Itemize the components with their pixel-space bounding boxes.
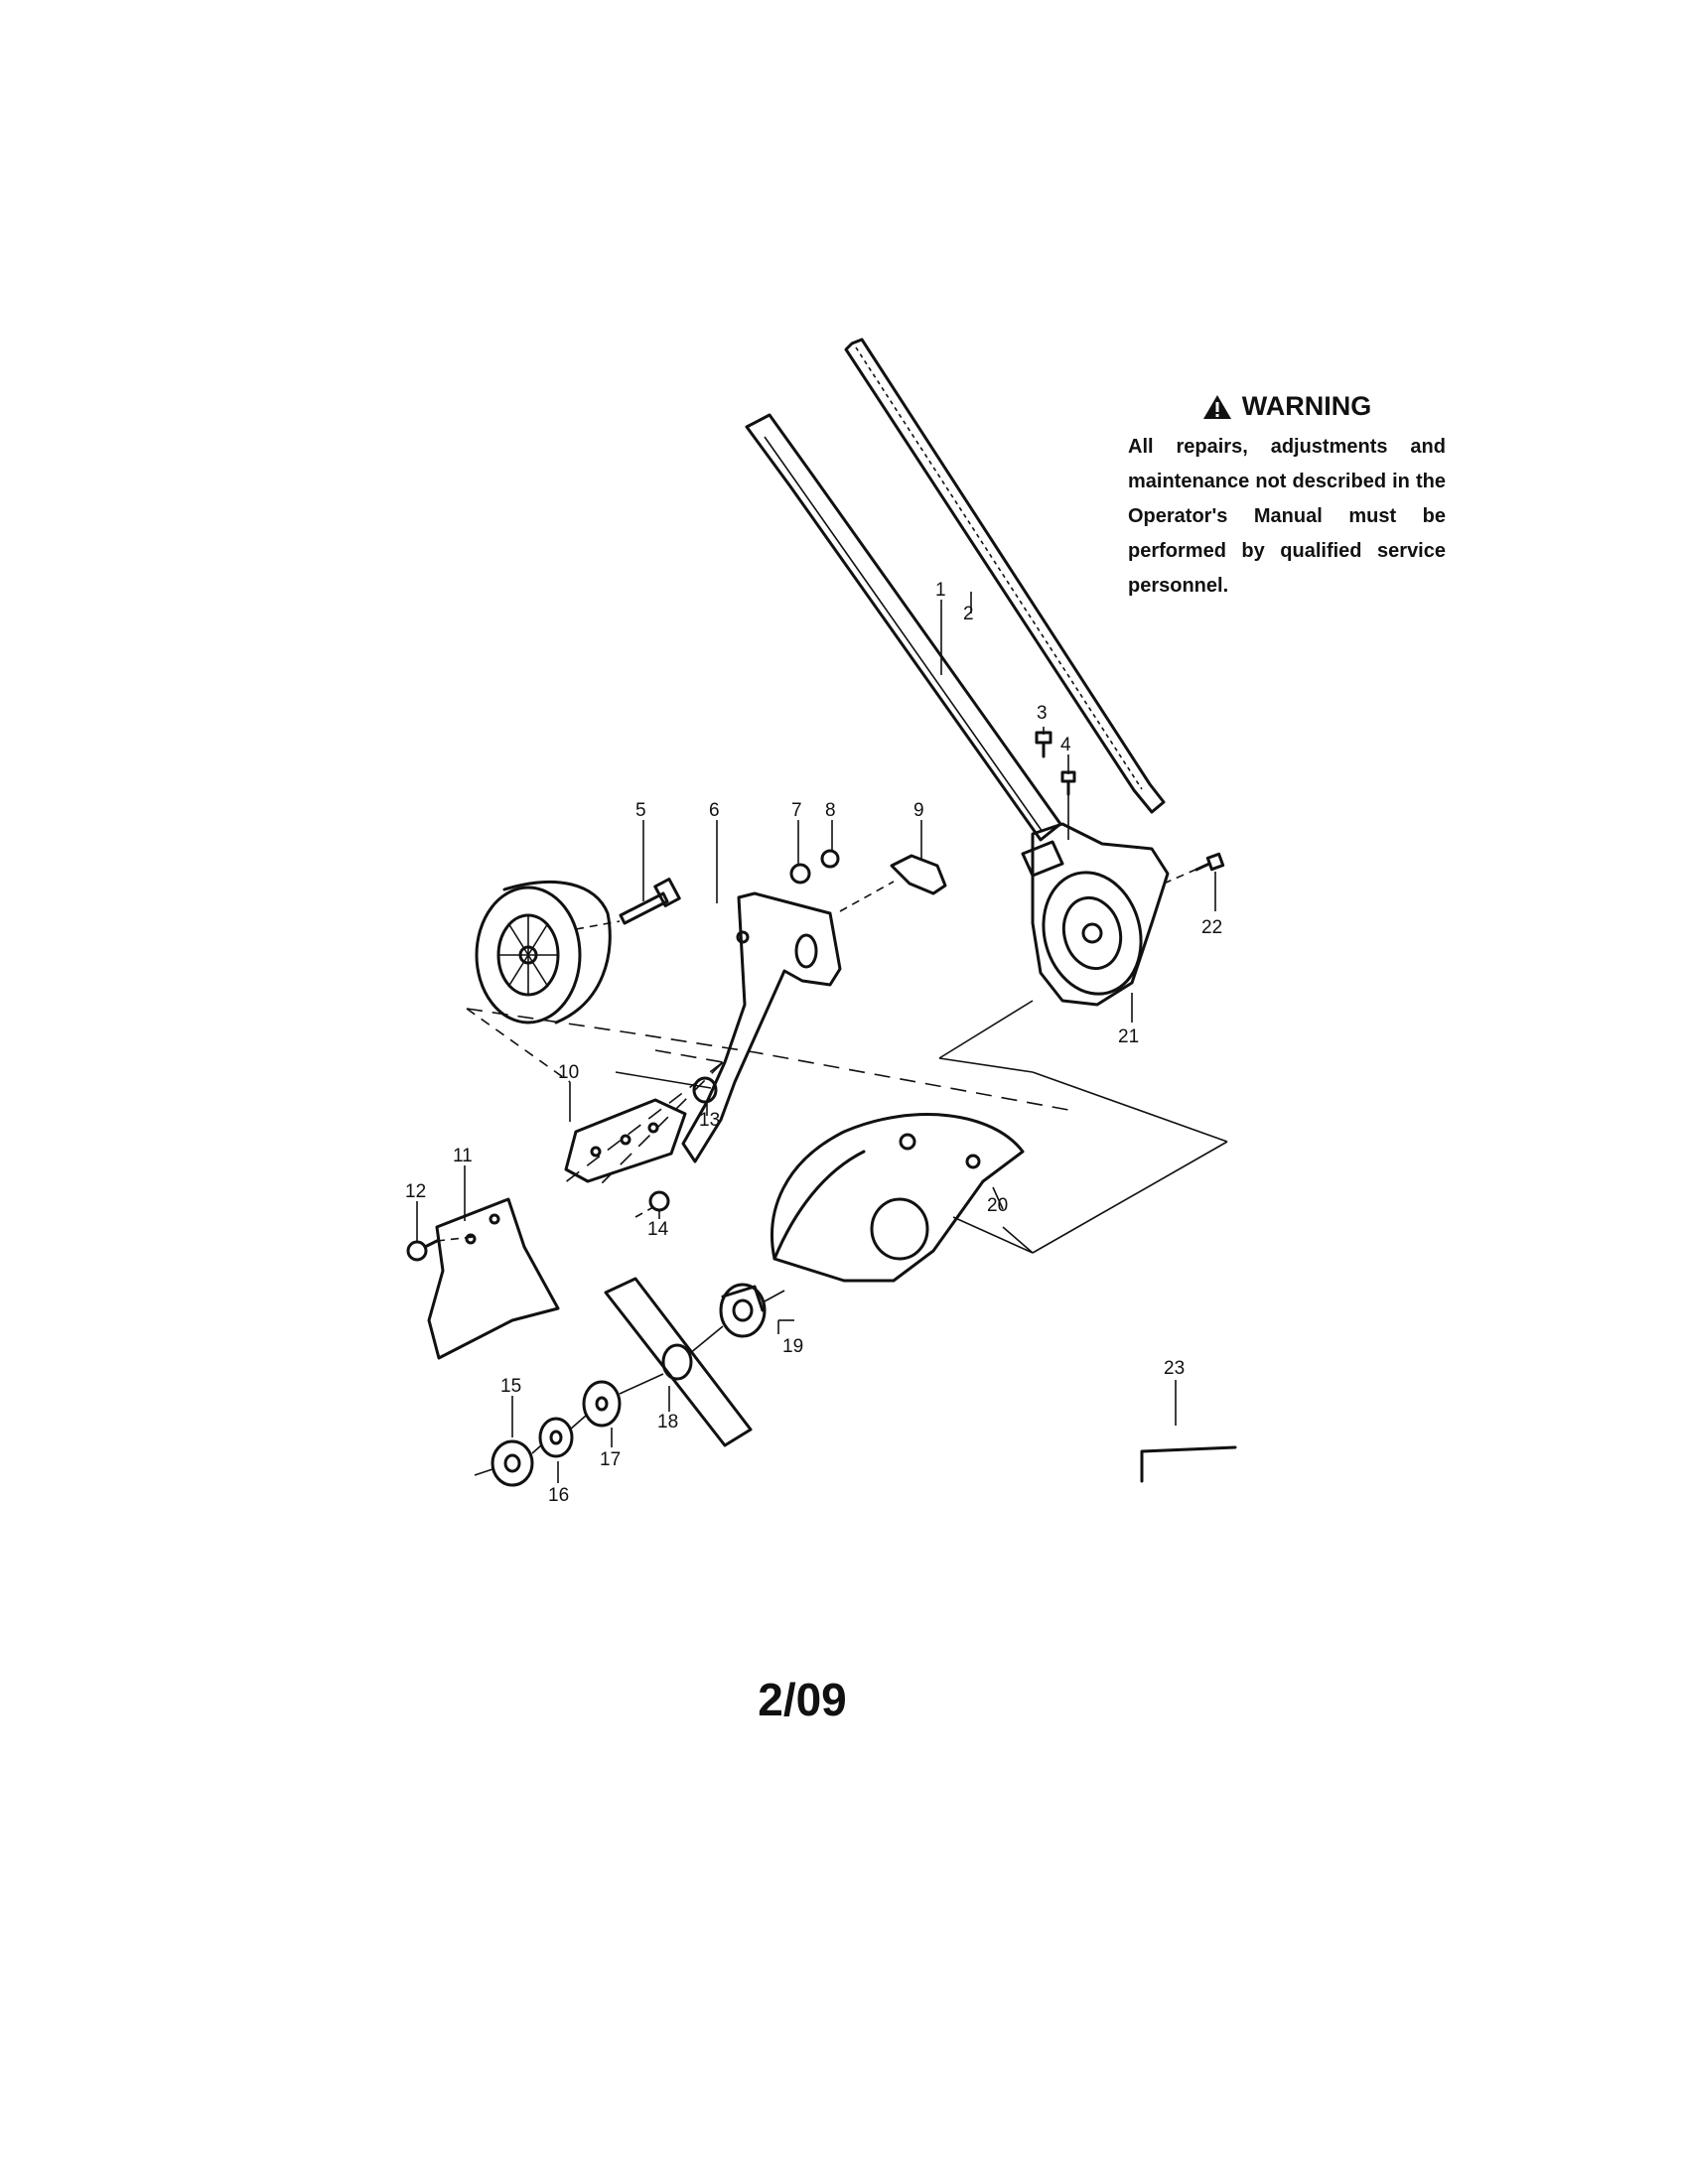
part-23-hex-wrench (1140, 1445, 1237, 1483)
callout-6: 6 (709, 800, 720, 821)
callout-11: 11 (453, 1146, 473, 1166)
part-15-nut (491, 1439, 534, 1487)
part-6-bracket (681, 891, 842, 1163)
callout-17: 17 (600, 1449, 621, 1470)
part-8-nut (820, 849, 840, 869)
part-4-screw (1060, 770, 1076, 796)
callout-16: 16 (548, 1485, 569, 1506)
warning-triangle-icon (1202, 394, 1231, 419)
part-12-screw (406, 1239, 439, 1262)
callout-13: 13 (699, 1110, 720, 1131)
warning-title: WARNING (1241, 391, 1372, 421)
callout-19: 19 (782, 1336, 803, 1357)
leader-lines (416, 592, 1216, 1483)
part-11-guard-flap (427, 1197, 560, 1360)
part-7-washer (789, 863, 811, 885)
callout-23: 23 (1164, 1358, 1185, 1379)
callout-7: 7 (791, 800, 802, 821)
warning-text: All repairs, adjustments and maintenance… (1128, 436, 1446, 597)
part-14-nut (648, 1190, 670, 1212)
callout-22: 22 (1201, 917, 1222, 938)
warning-heading: WARNING (1128, 391, 1446, 422)
callout-15: 15 (500, 1376, 521, 1397)
part-19-spacer (719, 1283, 767, 1338)
callout-8: 8 (825, 800, 836, 821)
part-2-drive-cable (844, 338, 1166, 814)
part-22-bolt (1194, 852, 1225, 872)
callout-9: 9 (913, 800, 924, 821)
callout-20: 20 (987, 1195, 1008, 1216)
callout-10: 10 (558, 1062, 579, 1083)
callout-5: 5 (635, 800, 646, 821)
part-10-plate (564, 1098, 687, 1183)
assembly-lines (436, 869, 1228, 1476)
callout-21: 21 (1118, 1026, 1139, 1047)
callout-1: 1 (935, 580, 946, 601)
part-9-knob (890, 854, 947, 895)
wheel (475, 880, 612, 1024)
callout-18: 18 (657, 1412, 678, 1433)
callout-numbers: 1 2 3 4 5 6 7 8 9 10 11 12 13 14 15 16 1… (405, 580, 1222, 1506)
part-18-blade (604, 1277, 753, 1447)
callout-4: 4 (1060, 735, 1071, 755)
part-17-washer (582, 1380, 622, 1428)
callout-12: 12 (405, 1181, 426, 1202)
callout-2: 2 (963, 604, 974, 624)
part-1-lower-shaft (745, 413, 1062, 842)
part-16-washer (538, 1417, 574, 1458)
part-5-axle-bolt (619, 878, 681, 925)
callout-3: 3 (1037, 703, 1048, 724)
callout-14: 14 (647, 1219, 669, 1240)
part-20-blade-guard (771, 1113, 1025, 1283)
warning-notice: WARNING All repairs, adjustments and mai… (1128, 391, 1446, 604)
part-21-gear-housing (1021, 822, 1170, 1007)
part-3-screw (1035, 731, 1052, 758)
page-number: 2/09 (758, 1674, 847, 1725)
